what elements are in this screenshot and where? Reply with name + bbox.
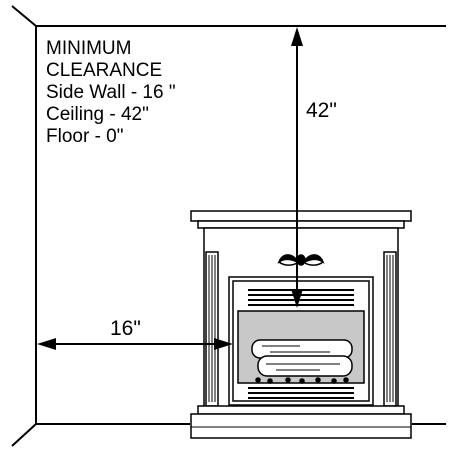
ceiling-dimension-arrow bbox=[291, 27, 303, 308]
mantel-lower bbox=[197, 220, 405, 229]
ceiling-corner-line bbox=[11, 5, 37, 27]
side-wall-dimension-label: 16" bbox=[110, 317, 141, 340]
hearth-lower bbox=[190, 413, 412, 439]
room-outline bbox=[11, 5, 446, 447]
notes-line-clearance: CLEARANCE bbox=[46, 60, 163, 81]
clearance-notes: MINIMUM CLEARANCE Side Wall - 16 " Ceili… bbox=[46, 38, 176, 148]
side-dimension-arrow bbox=[37, 338, 233, 350]
hearth-upper bbox=[197, 405, 405, 415]
bottom-louvers bbox=[248, 387, 354, 399]
notes-line-floor: Floor - 0" bbox=[46, 126, 124, 147]
floor-corner-line bbox=[11, 423, 37, 447]
notes-line-ceiling: Ceiling - 42" bbox=[46, 104, 149, 125]
notes-line-minimum: MINIMUM bbox=[46, 38, 132, 59]
mantel-top bbox=[190, 210, 412, 222]
logs-icon bbox=[251, 339, 353, 384]
notes-line-side-wall: Side Wall - 16 " bbox=[46, 82, 176, 103]
ornament-icon bbox=[277, 254, 325, 266]
ceiling-dimension-label: 42" bbox=[306, 99, 337, 122]
fireplace bbox=[190, 210, 412, 439]
